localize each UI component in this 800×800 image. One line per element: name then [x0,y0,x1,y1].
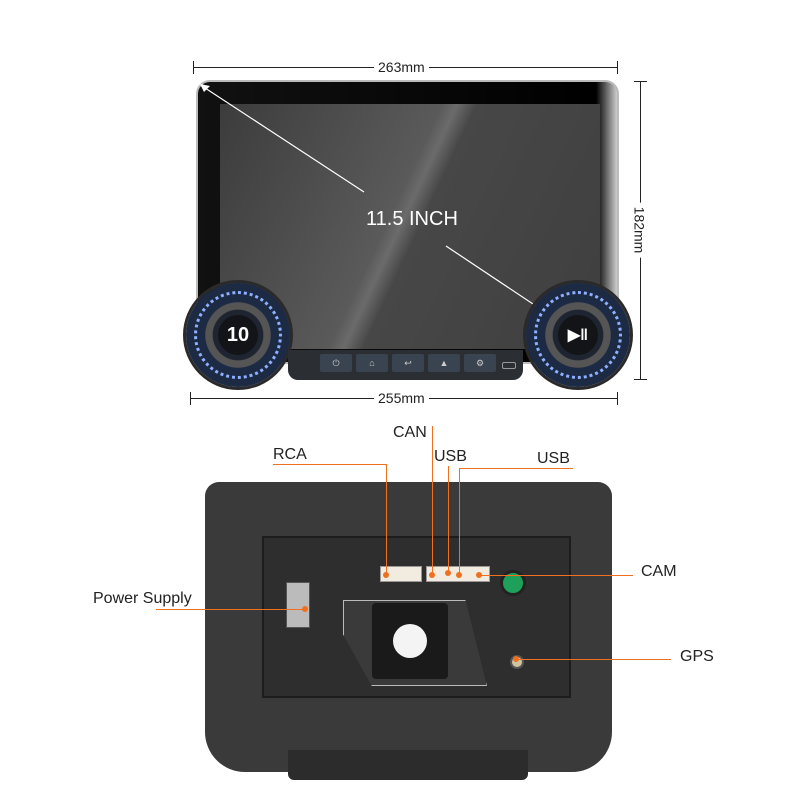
cooling-fan [372,603,448,679]
leader-line [273,464,386,465]
leader-line [516,659,671,660]
leader-dot [513,656,519,662]
leader-dot [383,572,389,578]
led-ring [194,291,282,379]
bottom-width-label: 255mm [374,390,429,406]
leader-dot [476,572,482,578]
callout-usb-2: USB [537,450,570,467]
led-ring [534,291,622,379]
back-icon[interactable]: ↩ [392,354,424,372]
leader-line [478,575,633,576]
leader-line [448,466,449,572]
screen-size-label: 11.5 INCH [366,208,458,230]
callout-cam: CAM [641,563,677,580]
leader-dot [429,572,435,578]
leader-line [386,464,387,574]
leader-dot [445,570,451,576]
dimension-tick [617,61,618,74]
top-width-label: 263mm [374,59,429,75]
leader-dot [456,572,462,578]
volume-value: 10 [218,315,258,355]
callout-usb-1: USB [434,448,467,465]
cam-connector [500,570,526,596]
dimension-tick [193,61,194,74]
dimension-tick [634,81,647,82]
leader-line [156,609,304,610]
power-connector [286,582,310,628]
callout-power-supply: Power Supply [93,590,192,607]
leader-line [459,468,460,574]
usb-c-port [502,362,516,369]
leader-line [459,468,573,469]
play-pause-knob[interactable]: ▶‖ [526,283,630,387]
navigation-icon[interactable]: ▲ [428,354,460,372]
settings-icon[interactable]: ⚙ [464,354,496,372]
dimension-tick [634,379,647,380]
callout-rca: RCA [273,446,307,463]
leader-dot [302,606,308,612]
volume-knob[interactable]: 10 [186,283,290,387]
callout-gps: GPS [680,648,714,665]
play-pause-icon: ▶‖ [558,315,598,355]
dimension-tick [617,392,618,405]
home-icon[interactable]: ⌂ [356,354,388,372]
hard-key-bar: ⏻ ⌂ ↩ ▲ ⚙ [288,350,523,380]
height-label: 182mm [631,202,648,258]
rca-connector [380,566,422,582]
dimension-tick [190,392,191,405]
mounting-bracket [288,750,528,780]
leader-line [432,426,433,574]
fan-hub [393,624,427,658]
callout-can: CAN [393,424,427,441]
power-icon[interactable]: ⏻ [320,354,352,372]
